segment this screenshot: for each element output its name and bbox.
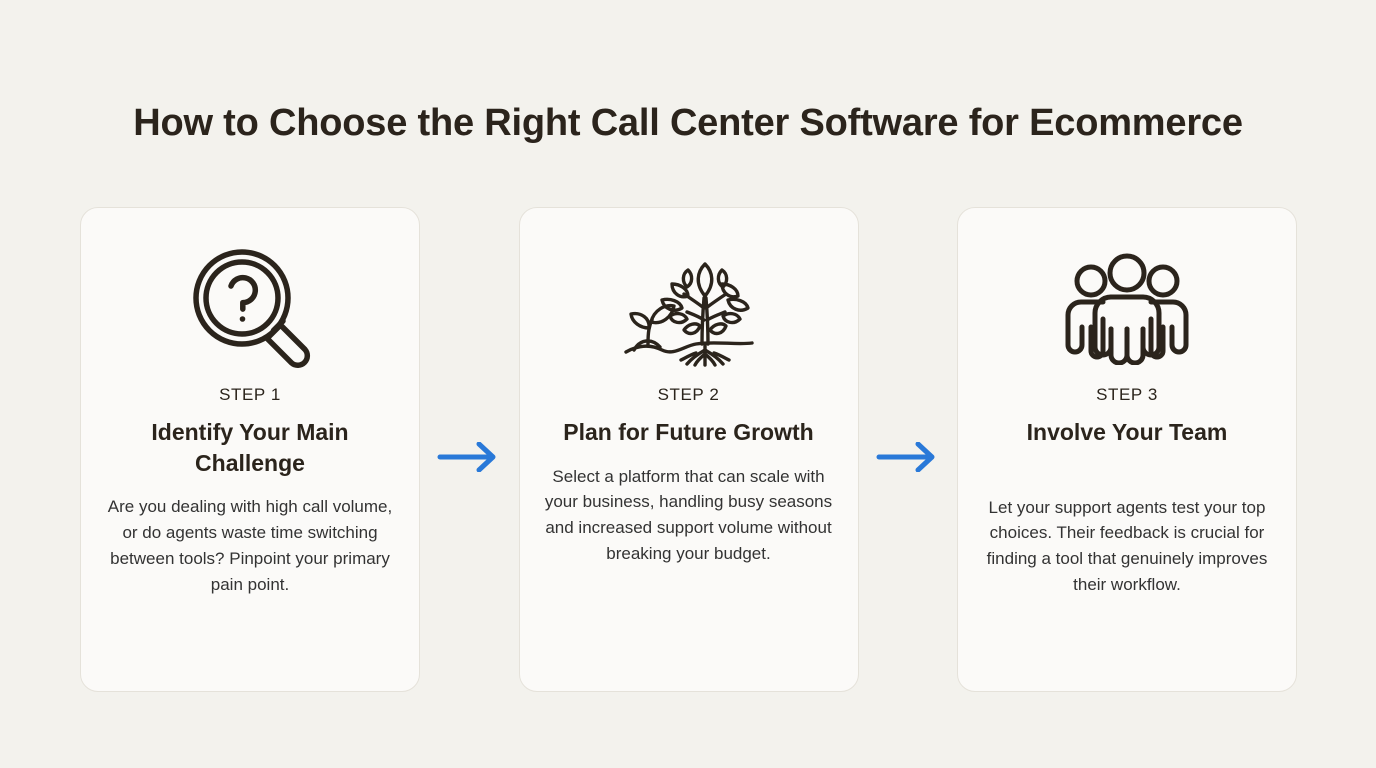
step-card-1: STEP 1 Identify Your Main Challenge Are … — [80, 207, 420, 692]
step-card-3: STEP 3 Involve Your Team Let your suppor… — [957, 207, 1297, 692]
steps-row: STEP 1 Identify Your Main Challenge Are … — [80, 207, 1297, 692]
arrow-right-icon — [876, 441, 940, 472]
step-label: STEP 3 — [1096, 385, 1158, 404]
page-title: How to Choose the Right Call Center Soft… — [133, 102, 1243, 145]
step-title: Identify Your Main Challenge — [151, 419, 349, 476]
step-body: Let your support agents test your top ch… — [986, 497, 1268, 595]
arrow-right-icon — [437, 441, 501, 472]
step-body: Are you dealing with high call volume, o… — [107, 497, 393, 594]
step-body: Select a platform that can scale with yo… — [544, 466, 833, 564]
magnifier-question-icon — [185, 244, 315, 369]
step-label: STEP 1 — [219, 385, 281, 404]
step-title: Involve Your Team — [1026, 419, 1228, 445]
step-label: STEP 2 — [657, 385, 720, 404]
step-title: Plan for Future Growth — [563, 419, 814, 445]
team-people-icon — [1065, 244, 1189, 369]
step-card-2: STEP 2 Plan for Future Growth Select a p… — [518, 207, 859, 692]
growing-tree-icon — [618, 244, 760, 369]
